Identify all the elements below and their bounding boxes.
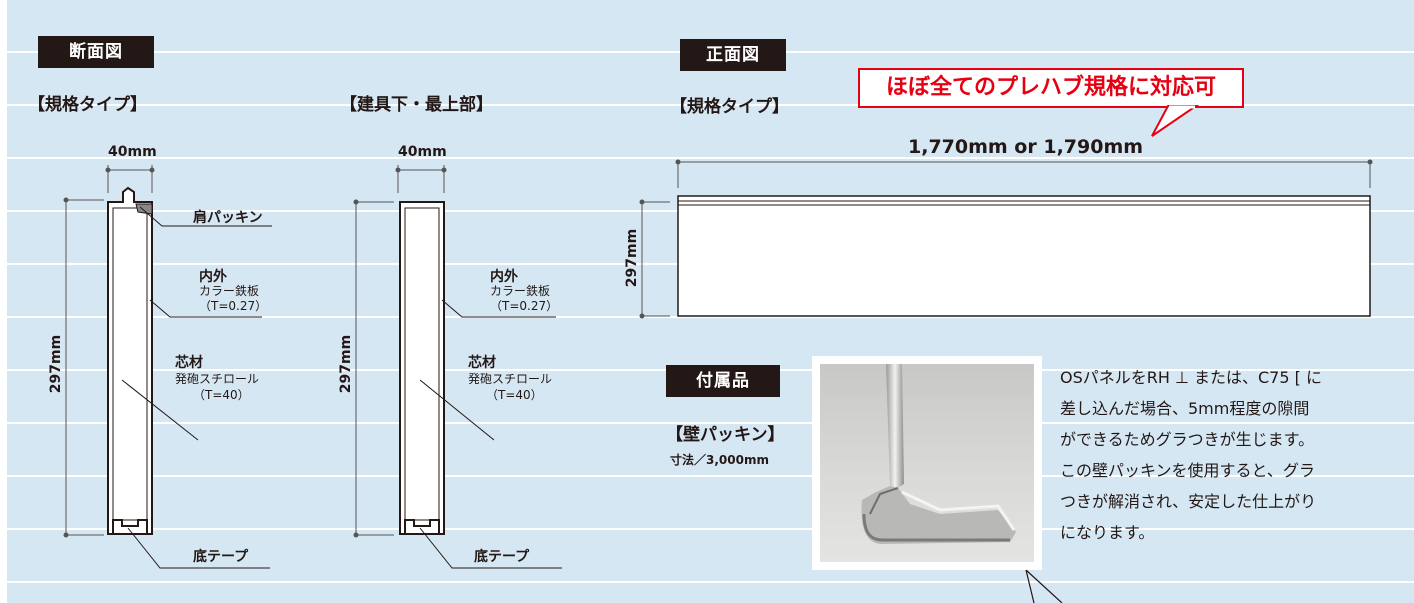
cross-standard-steel-line1: カラー鉄板: [199, 284, 260, 298]
front-length-label: 1,770mm or 1,790mm: [908, 136, 1144, 158]
cross-top-leaders: [419, 299, 562, 569]
cross-standard-type-label: 【規格タイプ】: [28, 95, 147, 115]
cross-standard-width: 40mm: [108, 144, 157, 160]
wall-packing-photo: [812, 356, 1042, 570]
cross-standard-bottom-label: 底テープ: [193, 549, 249, 565]
accessory-name: 【壁パッキン】: [666, 425, 785, 445]
cross-standard-height: 297mm: [48, 334, 64, 394]
desc-line: 差し込んだ場合、5mm程度の隙間: [1060, 399, 1310, 418]
compatibility-callout: ほぼ全てのプレハブ規格に対応可: [858, 68, 1244, 108]
section-tag-accessory: 付属品: [666, 365, 780, 397]
front-dimensions: [641, 161, 1371, 317]
desc-line: OSパネルをRH ⊥ または、C75 [ に: [1060, 368, 1322, 387]
section-tag-front-view: 正面図: [680, 39, 786, 71]
section-tag-cross-section: 断面図: [38, 36, 154, 68]
front-height-label: 297mm: [624, 228, 640, 288]
cross-standard-steel-line2: （T=0.27）: [199, 299, 268, 313]
accessory-description: OSパネルをRH ⊥ または、C75 [ に 差し込んだ場合、5mm程度の隙間 …: [1060, 362, 1400, 548]
cross-top-dimensions: [355, 165, 445, 536]
cross-standard-core-line1: 発砲スチロール: [175, 372, 260, 386]
desc-line: ができるためグラつきが生じます。: [1060, 430, 1315, 449]
cross-top-core-title: 芯材: [468, 355, 496, 371]
accessory-size: 寸法／3,000mm: [670, 453, 769, 467]
cross-standard-core-line2: （T=40）: [193, 388, 250, 402]
cross-top-bottom-label: 底テープ: [474, 549, 530, 565]
cross-top-core-line1: 発砲スチロール: [468, 372, 553, 386]
cross-top-steel-title: 内外: [490, 269, 518, 285]
cross-top-steel-line1: カラー鉄板: [490, 284, 551, 298]
cross-standard-panel: [107, 186, 153, 535]
cross-top-core-line2: （T=40）: [486, 388, 543, 402]
shoulder-packing-label: 肩パッキン: [193, 210, 263, 226]
cross-top-panel: [399, 201, 445, 535]
cross-top-height: 297mm: [338, 334, 354, 394]
desc-line: つきが解消され、安定した仕上がり: [1060, 492, 1317, 511]
cross-top-width: 40mm: [398, 144, 447, 160]
front-panel: [677, 195, 1371, 317]
cross-top-steel-line2: （T=0.27）: [490, 299, 559, 313]
cross-standard-core-title: 芯材: [175, 355, 203, 371]
cross-top-type-label: 【建具下・最上部】: [340, 95, 493, 115]
front-type-label: 【規格タイプ】: [670, 97, 789, 117]
desc-line: この壁パッキンを使用すると、グラ: [1060, 461, 1315, 480]
left-margin: [0, 0, 7, 603]
cross-standard-steel-title: 内外: [199, 269, 227, 285]
cross-standard-dimensions: [65, 165, 153, 536]
cross-standard-leaders: [121, 206, 272, 569]
callout-tail: [1151, 105, 1200, 137]
desc-line: になります。: [1060, 523, 1155, 542]
